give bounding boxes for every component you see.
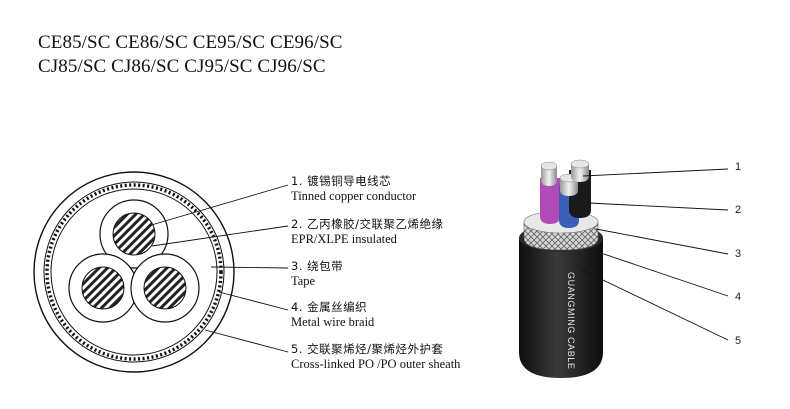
core-right-conductor <box>143 266 187 310</box>
callout-number-2: 2 <box>735 204 742 216</box>
leader-1 <box>147 184 289 227</box>
model-list-line-2: CJ85/SC CJ86/SC CJ95/SC CJ96/SC <box>38 56 326 77</box>
label-conductor-en: Tinned copper conductor <box>291 189 417 203</box>
label-conductor-zh: 1. 镀锡铜导电线芯 <box>291 174 392 188</box>
model-list-line-1: CE85/SC CE86/SC CE95/SC CE96/SC <box>38 32 343 53</box>
cross-section-leaders <box>147 184 289 353</box>
callout-number-5: 5 <box>735 335 742 347</box>
cable-illustration: GUANGMING CABLE <box>519 159 603 378</box>
label-braid: 4. 金属丝编织 Metal wire braid <box>291 300 374 330</box>
conductor-black-end <box>570 159 590 169</box>
leader-3 <box>210 266 289 269</box>
cable-leaders <box>581 168 729 341</box>
metal-braid-ring <box>45 183 223 361</box>
cable-print-text: GUANGMING CABLE <box>566 272 576 370</box>
leader-4 <box>218 291 289 311</box>
label-braid-zh: 4. 金属丝编织 <box>291 300 368 314</box>
cable-leader-1 <box>582 168 729 177</box>
outer-sheath-body <box>519 238 603 378</box>
leader-5 <box>204 329 289 353</box>
conductor-purple-end <box>540 161 558 171</box>
label-sheath-zh: 5. 交联聚烯烃/聚烯烃外护套 <box>291 342 444 356</box>
label-tape: 3. 绕包带 Tape <box>291 259 343 289</box>
label-sheath: 5. 交联聚烯烃/聚烯烃外护套 Cross-linked PO /PO oute… <box>291 342 460 372</box>
cable-leader-2 <box>588 202 729 211</box>
cable-leader-3 <box>595 228 729 255</box>
callout-number-4: 4 <box>735 291 742 303</box>
label-sheath-en: Cross-linked PO /PO outer sheath <box>291 357 461 371</box>
cross-section <box>33 171 235 373</box>
conductor-black <box>571 164 589 182</box>
label-insulation-en: EPR/XLPE insulated <box>291 232 397 246</box>
label-conductor: 1. 镀锡铜导电线芯 Tinned copper conductor <box>291 174 416 204</box>
callout-number-1: 1 <box>735 161 742 173</box>
leader-2 <box>151 225 289 247</box>
conductor-purple <box>541 166 557 186</box>
label-tape-zh: 3. 绕包带 <box>291 259 344 273</box>
core-top-conductor <box>112 212 156 256</box>
cable-leader-5 <box>581 269 729 341</box>
core-left-conductor <box>81 266 125 310</box>
label-insulation: 2. 乙丙橡胶/交联聚乙烯绝缘 EPR/XLPE insulated <box>291 217 444 247</box>
label-braid-en: Metal wire braid <box>291 315 375 329</box>
cable-leader-4 <box>591 249 729 297</box>
conductor-blue <box>560 178 578 196</box>
core-purple-insulation <box>540 178 560 224</box>
label-tape-en: Tape <box>291 274 316 288</box>
label-insulation-zh: 2. 乙丙橡胶/交联聚乙烯绝缘 <box>291 217 444 231</box>
callout-number-3: 3 <box>735 248 742 260</box>
